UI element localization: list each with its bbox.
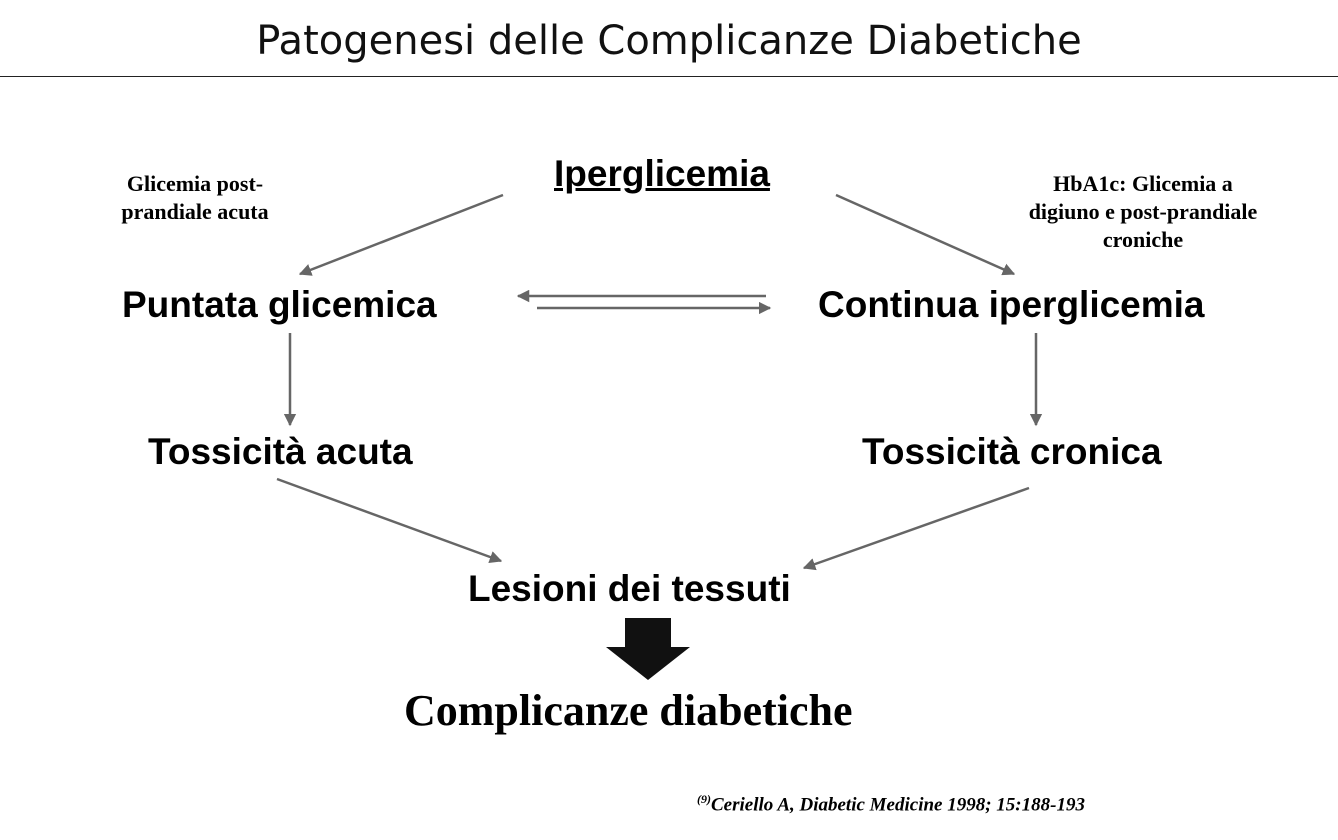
arrow-iperglicemia-to-puntata [298,193,504,276]
arrow-tossicita-acuta-to-lesioni [276,477,503,564]
citation-text: Ceriello A, Diabetic Medicine 1998; 15:1… [711,794,1085,816]
node-lesioni-dei-tessuti: Lesioni dei tessuti [468,568,791,609]
slide-title: Patogenesi delle Complicanze Diabetiche [256,18,1082,64]
node-tossicita-acuta: Tossicità acuta [148,431,413,472]
note-hba1c: HbA1c: Glicemia a digiuno e post-prandia… [1028,171,1258,252]
node-continua-iperglicemia: Continua iperglicemia [818,284,1205,325]
block-arrow-down [606,618,690,680]
arrow-tossicita-cronica-to-lesioni [802,486,1030,571]
node-iperglicemia: Iperglicemia [554,153,770,194]
arrow-iperglicemia-to-continua [835,193,1016,276]
node-puntata-glicemica: Puntata glicemica [122,284,437,325]
citation: (9)Ceriello A, Diabetic Medicine 1998; 1… [697,792,1085,816]
citation-ref: (9) [697,792,711,806]
node-tossicita-cronica: Tossicità cronica [862,431,1162,472]
title-divider [0,76,1338,77]
node-complicanze-diabetiche: Complicanze diabetiche [404,686,853,735]
note-glicemia-post-prandiale: Glicemia post-prandiale acuta [121,171,269,224]
